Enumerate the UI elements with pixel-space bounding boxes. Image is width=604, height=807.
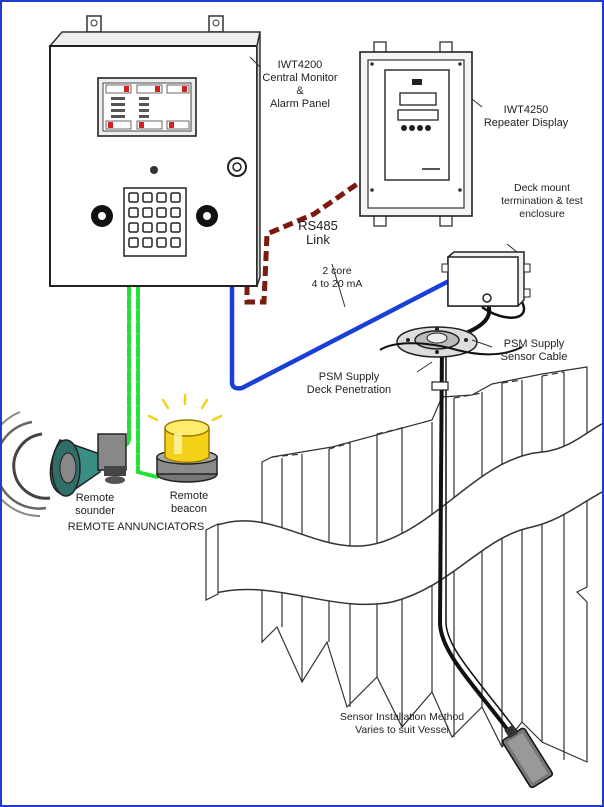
label-rs485: RS485 Link <box>298 218 338 247</box>
central-monitor-alarm: Alarm Panel <box>270 98 330 110</box>
label-repeater: IWT4250 Repeater Display <box>484 104 569 129</box>
central-monitor-model: IWT4200 <box>278 59 323 71</box>
bulkhead-dashed-edges <box>271 371 565 458</box>
rs485-link-cable <box>244 179 372 305</box>
central-monitor-panel <box>48 15 261 287</box>
pressure-sensor <box>502 724 554 789</box>
remote-sounder-horn <box>2 411 127 517</box>
label-central-monitor: IWT4200 Central Monitor & Alarm Panel <box>262 59 338 110</box>
sensor-install-line1: Sensor Installation Method <box>340 711 464 723</box>
deck-penetration-gland <box>379 326 523 391</box>
label-psm-deck-penetration: PSM Supply Deck Penetration <box>307 371 391 396</box>
label-remote-beacon: Remote beacon <box>170 490 209 515</box>
two-core-line1: 2 core <box>322 265 351 277</box>
label-psm-sensor-cable: PSM Supply Sensor Cable <box>501 338 568 363</box>
remote-beacon-line1: Remote <box>170 490 209 502</box>
psm-deck-line2: Deck Penetration <box>307 384 391 396</box>
repeater-name: Repeater Display <box>484 117 569 129</box>
label-remote-annunciators: REMOTE ANNUNCIATORS <box>68 521 205 533</box>
repeater-model: IWT4250 <box>504 104 549 116</box>
remote-sounder-line2: sounder <box>75 505 115 517</box>
deck-mount-line1: Deck mount <box>514 182 570 194</box>
rs485-line1: RS485 <box>298 218 338 233</box>
rs485-line2: Link <box>306 232 330 247</box>
label-deck-mount: Deck mount termination & test enclosure <box>501 182 583 220</box>
hull-break-band <box>205 423 602 606</box>
deck-mount-line3: enclosure <box>519 208 565 220</box>
two-core-line2: 4 to 20 mA <box>312 278 363 290</box>
leader-lines <box>249 56 518 373</box>
psm-sensor-line1: PSM Supply <box>504 338 565 350</box>
remote-beacon-line2: beacon <box>171 503 207 515</box>
label-two-core: 2 core 4 to 20 mA <box>312 265 363 290</box>
repeater-display-unit <box>359 41 473 227</box>
deck-mount-enclosure <box>441 251 531 307</box>
central-monitor-amp: & <box>296 85 304 97</box>
label-remote-sounder: Remote sounder <box>75 492 115 517</box>
deck-mount-line2: termination & test <box>501 195 583 207</box>
central-monitor-name: Central Monitor <box>262 72 338 84</box>
label-sensor-installation: Sensor Installation Method Varies to sui… <box>340 711 464 736</box>
sensor-cable <box>437 301 519 744</box>
current-loop-cable <box>229 279 450 391</box>
sensor-install-line2: Varies to suit Vessel <box>355 724 449 736</box>
psm-sensor-line2: Sensor Cable <box>501 351 568 363</box>
remote-beacon-light <box>147 393 223 483</box>
sensor-cable-shadow <box>445 347 523 739</box>
remote-sounder-line1: Remote <box>76 492 115 504</box>
psm-deck-line1: PSM Supply <box>319 371 380 383</box>
